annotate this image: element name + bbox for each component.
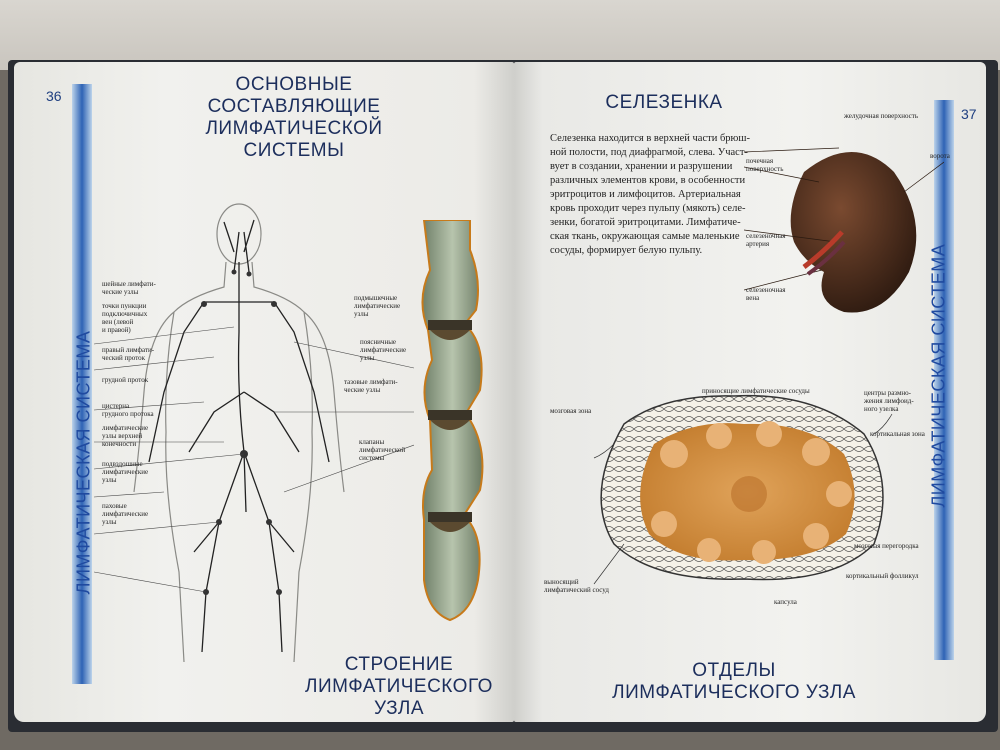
label-germinal-centers: центры размно- жения лимфоид- ного узелк…: [864, 389, 914, 413]
label-text: шейные лимфати-: [102, 280, 156, 288]
label-cortex: кортикальная зона: [870, 430, 925, 438]
title-line-2: ЛИМФАТИЧЕСКОГО УЗЛА: [305, 676, 493, 719]
page-title-right: СЕЛЕЗЕНКА: [605, 92, 723, 113]
bottom-title-left: СТРОЕНИЕ ЛИМФАТИЧЕСКОГО УЗЛА: [284, 654, 514, 720]
label-text: узлы: [102, 476, 117, 484]
label-cervical-nodes: шейные лимфати- ческие узлы: [102, 280, 156, 296]
label-text: подключичных: [102, 310, 148, 318]
label-text: лимфатические: [360, 346, 407, 354]
label-renal-surface: почечная поверхность: [746, 157, 783, 173]
label-lumbar-nodes: поясничные лимфатические узлы: [360, 338, 406, 362]
label-text: поясничные: [360, 338, 397, 346]
label-text: подвздошные: [102, 460, 143, 468]
label-text: конечности: [102, 440, 137, 448]
page-number-left: 36: [46, 88, 62, 104]
lymph-node-section: [593, 394, 893, 585]
label-text: лимфатический сосуд: [544, 586, 609, 594]
label-text: почечная: [746, 157, 774, 165]
label-follicle: кортикальный фолликул: [846, 572, 919, 580]
text-line: ной полости, под диафрагмой, слева. Учас…: [550, 147, 748, 158]
text-line: сосуды, формирует белую пульпу.: [550, 245, 703, 256]
bottom-title-right: ОТДЕЛЫ ЛИМФАТИЧЕСКОГО УЗЛА: [612, 660, 856, 703]
label-text: точки пункции: [102, 302, 147, 310]
label-hilum: ворота: [930, 152, 950, 160]
label-text: селезеночная: [746, 232, 786, 240]
label-text: паховые: [102, 502, 127, 510]
label-capsule: капсула: [774, 598, 797, 606]
text-line: Селезенка находится в верхней части брюш…: [550, 133, 750, 144]
label-thoracic-duct: грудной проток: [102, 376, 149, 384]
page-number-right: 37: [961, 106, 977, 122]
label-text: цистерна: [102, 402, 130, 410]
label-text: и правой): [102, 326, 131, 334]
label-text: узлы: [102, 518, 117, 526]
label-text: поверхность: [746, 165, 784, 173]
label-text: лимфатические: [354, 302, 401, 310]
title-line-1: СТРОЕНИЕ: [344, 654, 454, 675]
label-text: подмышечные: [354, 294, 398, 302]
lymph-vessel-figure: [421, 220, 484, 622]
label-text: ческие узлы: [344, 386, 381, 394]
label-text: ного узелка: [864, 405, 899, 413]
label-text: выносящий: [544, 578, 579, 586]
right-page: 37 ЛИМФАТИЧЕСКАЯ СИСТЕМА СЕЛЕЗЕНКА Селез…: [514, 62, 986, 722]
label-text: тазовые лимфати-: [344, 378, 398, 386]
label-text: узлы: [360, 354, 375, 362]
label-medulla: мозговая зона: [550, 407, 592, 415]
label-text: клапаны: [359, 438, 385, 446]
text-line: зенки, богатой эритроцитами. Лимфатиче-: [550, 217, 741, 228]
text-line: различных элементов крови, в особенности: [550, 175, 746, 186]
title-line-1: ОСНОВНЫЕ СОСТАВЛЯЮЩИЕ: [207, 74, 381, 117]
side-bar-left: [72, 84, 92, 684]
text-line: вует в создании, хранении и разрушении: [550, 161, 733, 172]
label-text: вен (левой: [102, 318, 134, 326]
label-text: селезеночная: [746, 286, 786, 294]
spleen-description: Селезенка находится в верхней части брюш…: [550, 132, 780, 258]
label-right-duct: правый лимфати- ческий проток: [102, 346, 154, 362]
side-bar-right: [934, 100, 954, 660]
label-text: ческие узлы: [102, 288, 139, 296]
text-line: кровь проходит через пульпу (мякоть) сел…: [550, 203, 746, 214]
label-efferent-vessel: выносящий лимфатический сосуд: [544, 578, 609, 594]
label-gastric-surface: желудочная поверхность: [844, 112, 919, 120]
background-wall: [0, 0, 1000, 70]
label-text: лимфатические: [102, 510, 149, 518]
left-page: 36 ЛИМФАТИЧЕСКАЯ СИСТЕМА ОСНОВНЫЕ СОСТАВ…: [14, 62, 514, 722]
label-iliac-nodes: подвздошные лимфатические узлы: [102, 460, 148, 484]
label-afferent-vessels: приносящие лимфатические сосуды: [702, 387, 810, 395]
label-text: лимфатические: [102, 424, 149, 432]
label-pelvic-nodes: тазовые лимфати- ческие узлы: [344, 378, 398, 394]
label-text: артерия: [746, 240, 770, 248]
label-splenic-vein: селезеночная вена: [746, 286, 786, 302]
label-inguinal-nodes: паховые лимфатические узлы: [102, 502, 148, 526]
label-puncture-points: точки пункции подключичных вен (левой и …: [102, 302, 147, 334]
label-text: лимфатической: [359, 446, 406, 454]
label-cisterna: цистерна грудного протока: [102, 402, 154, 418]
label-septa: мозговая перегородка: [854, 542, 919, 550]
label-upper-limb-nodes: лимфатические узлы верхней конечности: [102, 424, 148, 448]
label-text: системы: [359, 454, 385, 462]
lymph-body-figure: [94, 203, 414, 662]
label-text: узлы верхней: [102, 432, 143, 440]
spleen-illustration: [744, 147, 944, 313]
label-text: ческий проток: [102, 354, 146, 362]
label-text: правый лимфати-: [102, 346, 155, 354]
text-line: ская ткань, окружающая самые маленькие: [550, 231, 740, 242]
side-title-left: ЛИМФАТИЧЕСКАЯ СИСТЕМА: [73, 330, 94, 595]
label-axillary-nodes: подмышечные лимфатические узлы: [354, 294, 400, 318]
label-valves: клапаны лимфатической системы: [359, 438, 405, 462]
title-line-2: ЛИМФАТИЧЕСКОЙ СИСТЕМЫ: [205, 118, 383, 161]
label-text: узлы: [354, 310, 369, 318]
page-title-left: ОСНОВНЫЕ СОСТАВЛЯЮЩИЕ ЛИМФАТИЧЕСКОЙ СИСТ…: [164, 74, 424, 162]
label-text: жения лимфоид-: [864, 397, 914, 405]
label-text: грудного протока: [102, 410, 154, 418]
label-text: центры размно-: [864, 389, 911, 397]
text-line: эритроцитов и лимфоцитов. Артериальная: [550, 189, 741, 200]
label-text: лимфатические: [102, 468, 149, 476]
label-text: вена: [746, 294, 760, 302]
label-splenic-artery: селезеночная артерия: [746, 232, 786, 248]
side-title-right: ЛИМФАТИЧЕСКАЯ СИСТЕМА: [928, 243, 949, 508]
